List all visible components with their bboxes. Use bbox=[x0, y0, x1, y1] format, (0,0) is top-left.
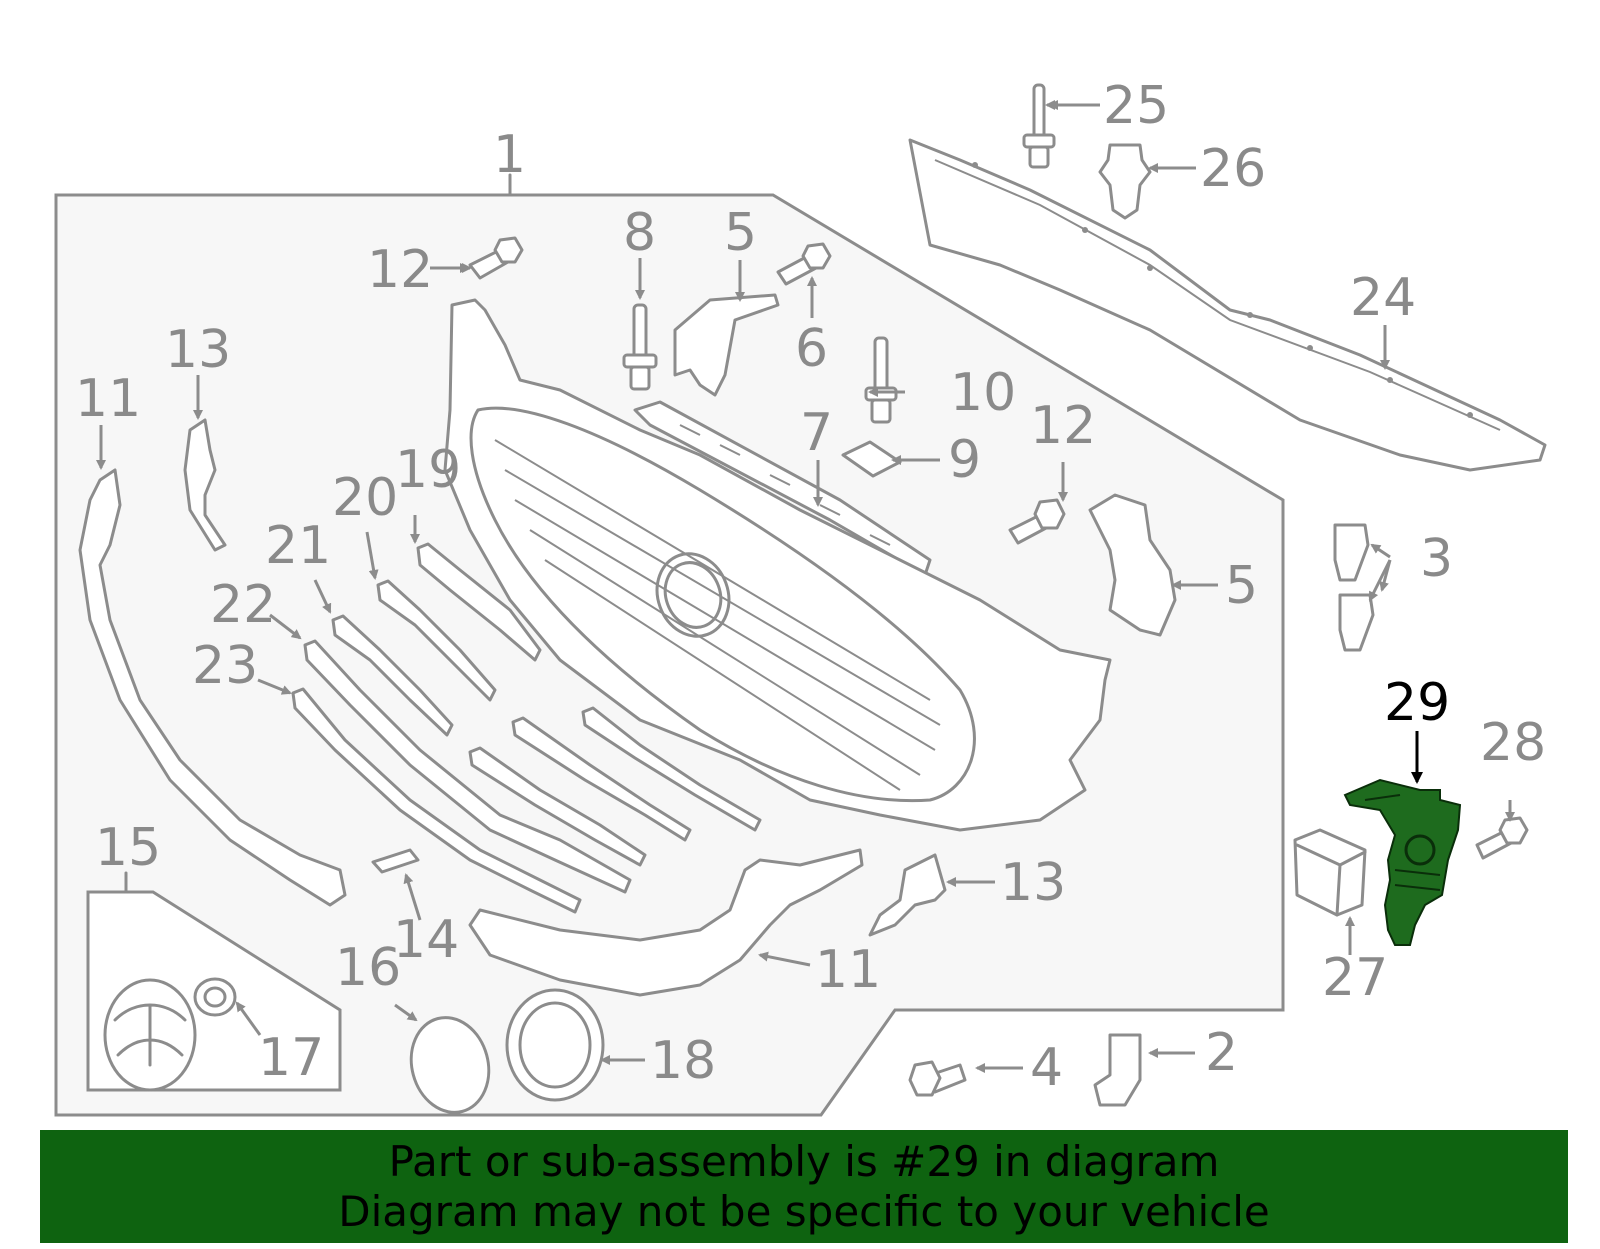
strip-7-part bbox=[633, 400, 932, 577]
callout-5-top: 5 bbox=[724, 203, 757, 263]
callout-10: 10 bbox=[950, 363, 1016, 423]
callout-labels: 1 12 8 5 6 10 7 9 13 11 12 5 3 25 26 24 … bbox=[75, 76, 1546, 1098]
callout-23: 23 bbox=[192, 636, 258, 696]
clips-3-part bbox=[1333, 523, 1375, 652]
bolt-28-part bbox=[1475, 816, 1529, 860]
callout-26: 26 bbox=[1200, 139, 1266, 199]
callout-28: 28 bbox=[1480, 713, 1546, 773]
info-banner: Part or sub-assembly is #29 in diagram D… bbox=[40, 1130, 1568, 1243]
strip-22-part bbox=[303, 639, 632, 894]
grille-body-part bbox=[443, 298, 1112, 832]
callout-19: 19 bbox=[395, 440, 461, 500]
strip-20-part bbox=[376, 579, 497, 702]
callout-15: 15 bbox=[95, 818, 161, 878]
strip-19-part bbox=[416, 542, 542, 662]
banner-line-1: Part or sub-assembly is #29 in diagram bbox=[388, 1136, 1220, 1186]
bolt-12-part bbox=[468, 236, 524, 280]
callout-27: 27 bbox=[1322, 948, 1388, 1008]
callout-5-right: 5 bbox=[1225, 556, 1258, 616]
bracket-29-highlighted-part bbox=[1343, 778, 1462, 946]
clip-2-part bbox=[1093, 1033, 1142, 1107]
callout-13-left: 13 bbox=[165, 320, 231, 380]
bracket-5-top-part bbox=[673, 293, 780, 397]
bolt-6-part bbox=[776, 242, 832, 286]
nut-4-part bbox=[908, 1060, 967, 1097]
emblem-16-part bbox=[103, 978, 197, 1092]
ring-16-part bbox=[409, 1016, 491, 1114]
clip-13-left-part bbox=[183, 418, 227, 552]
callout-11-left: 11 bbox=[75, 369, 141, 429]
pin-8-part bbox=[622, 303, 658, 391]
bracket-5-right-part bbox=[1088, 493, 1177, 637]
callout-8: 8 bbox=[623, 203, 656, 263]
callout-14: 14 bbox=[393, 910, 459, 970]
callout-7: 7 bbox=[800, 403, 833, 463]
strip-center-b-part bbox=[511, 716, 692, 842]
pin-25-part bbox=[1022, 83, 1056, 169]
callout-3: 3 bbox=[1420, 529, 1453, 589]
banner-line-2: Diagram may not be specific to your vehi… bbox=[338, 1186, 1270, 1236]
strip-center-a-part bbox=[468, 746, 647, 867]
bolt-12-right-part bbox=[1008, 498, 1066, 545]
callout-12-right: 12 bbox=[1030, 396, 1096, 456]
callout-4: 4 bbox=[1030, 1038, 1063, 1098]
upper-shield-part bbox=[908, 138, 1547, 472]
callout-22: 22 bbox=[210, 575, 276, 635]
callout-18: 18 bbox=[650, 1031, 716, 1091]
callout-16: 16 bbox=[335, 938, 401, 998]
clip-26-part bbox=[1098, 143, 1152, 220]
piece-14-part bbox=[371, 848, 420, 874]
clip-13-right-part bbox=[868, 853, 947, 937]
strip-21-part bbox=[331, 614, 454, 737]
callout-25: 25 bbox=[1103, 76, 1169, 136]
ring-18-part bbox=[505, 988, 605, 1102]
callout-13-right: 13 bbox=[1000, 853, 1066, 913]
nut-17-part bbox=[193, 977, 237, 1017]
callout-2: 2 bbox=[1205, 1023, 1238, 1083]
callout-6: 6 bbox=[795, 319, 828, 379]
callout-11-lower: 11 bbox=[815, 940, 881, 1000]
trim-11-left-part bbox=[78, 468, 347, 907]
callout-12-top: 12 bbox=[367, 240, 433, 300]
callout-24: 24 bbox=[1350, 268, 1416, 328]
callout-21: 21 bbox=[265, 516, 331, 576]
callout-1: 1 bbox=[493, 125, 526, 185]
callout-20: 20 bbox=[332, 468, 398, 528]
callout-9: 9 bbox=[948, 430, 981, 490]
trim-11-lower-part bbox=[468, 848, 864, 997]
strip-center-c-part bbox=[581, 706, 762, 832]
leader-arrows bbox=[96, 100, 1515, 1073]
strip-23-part bbox=[291, 687, 582, 914]
callout-29: 29 bbox=[1384, 673, 1450, 733]
sensor-27-part bbox=[1293, 828, 1367, 917]
callout-17: 17 bbox=[258, 1028, 324, 1088]
